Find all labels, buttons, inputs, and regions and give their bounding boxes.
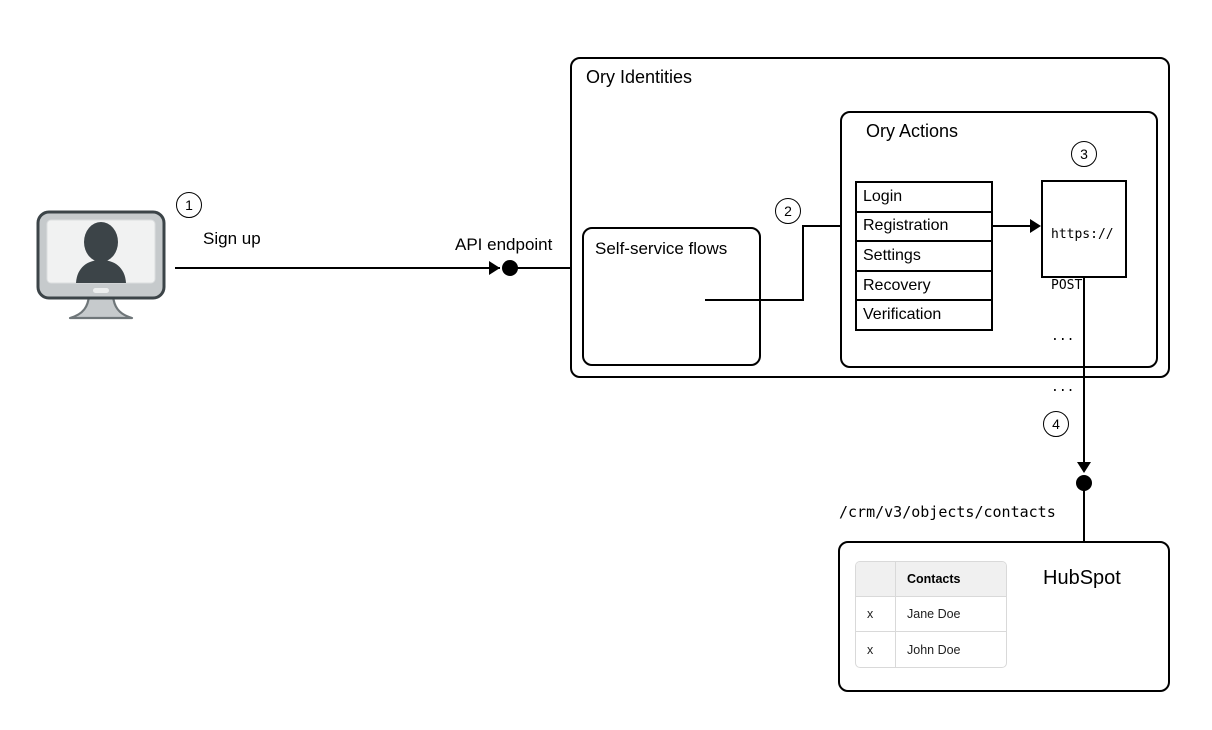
- flow-list-item-login[interactable]: Login: [857, 183, 991, 213]
- hubspot-title: HubSpot: [1043, 567, 1121, 589]
- selfservice-to-registration-v: [802, 226, 804, 301]
- user-monitor-icon: [36, 210, 166, 330]
- contacts-table: Contacts x Jane Doe x John Doe: [855, 561, 1007, 668]
- flow-label: Registration: [863, 217, 949, 235]
- ory-actions-title: Ory Actions: [866, 121, 959, 141]
- webhook-line-method: POST: [1051, 278, 1083, 293]
- registration-to-webhook-line: [993, 225, 1033, 227]
- api-endpoint-dot: [502, 260, 518, 276]
- flow-label: Verification: [863, 306, 942, 324]
- webhook-to-hubspot-line: [1083, 278, 1085, 466]
- self-service-flows-title: Self-service flows: [595, 239, 728, 258]
- flow-label: Login: [863, 187, 903, 205]
- table-header-contacts: Contacts: [896, 562, 1006, 597]
- step-badge-3: 3: [1071, 141, 1097, 167]
- webhook-line-ellipsis-2: ...: [1051, 380, 1075, 395]
- self-service-flow-list: Login Registration Settings Recovery Ver…: [855, 181, 993, 331]
- api-endpoint-connector-line: [516, 267, 572, 269]
- row-mark: x: [856, 597, 896, 632]
- self-service-flows-box: [582, 227, 761, 366]
- step-badge-4: 4: [1043, 411, 1069, 437]
- row-contact-name: John Doe: [907, 642, 961, 657]
- signup-arrow-head: [489, 261, 500, 275]
- step-number: 1: [185, 197, 193, 213]
- table-row[interactable]: x Jane Doe: [856, 597, 1006, 632]
- selfservice-to-registration-h1: [705, 299, 804, 301]
- table-header-row: Contacts: [856, 562, 1006, 597]
- flow-label: Recovery: [863, 276, 931, 294]
- webhook-arrow-head: [1030, 219, 1041, 233]
- crm-path-label: /crm/v3/objects/contacts: [839, 503, 1056, 521]
- flow-list-item-verification[interactable]: Verification: [857, 301, 991, 329]
- hubspot-arrow-head: [1077, 462, 1091, 473]
- hubspot-endpoint-dot: [1076, 475, 1092, 491]
- flow-list-item-registration[interactable]: Registration: [857, 213, 991, 243]
- step-number: 4: [1052, 416, 1060, 432]
- hubspot-endpoint-connector-line: [1083, 489, 1085, 544]
- monitor-glyph: [36, 210, 166, 320]
- webhook-line-url: https://: [1051, 227, 1114, 242]
- row-mark: x: [856, 632, 896, 667]
- step-number: 3: [1080, 146, 1088, 162]
- signup-arrow-line: [175, 267, 500, 269]
- api-endpoint-label: API endpoint: [455, 235, 553, 254]
- table-row[interactable]: x John Doe: [856, 632, 1006, 667]
- flow-label: Settings: [863, 246, 921, 264]
- step-badge-2: 2: [775, 198, 801, 224]
- webhook-line-ellipsis-1: ...: [1051, 329, 1075, 344]
- sign-up-label: Sign up: [203, 229, 261, 248]
- flow-list-item-recovery[interactable]: Recovery: [857, 272, 991, 302]
- row-contact-name: Jane Doe: [896, 597, 1006, 632]
- table-header-mark: [856, 562, 896, 597]
- step-number: 2: [784, 203, 792, 219]
- webhook-config-box: https:// POST ... ...: [1041, 180, 1127, 395]
- flow-list-item-settings[interactable]: Settings: [857, 242, 991, 272]
- ory-identities-title: Ory Identities: [586, 67, 693, 87]
- selfservice-to-registration-h2: [802, 225, 845, 227]
- step-badge-1: 1: [176, 192, 202, 218]
